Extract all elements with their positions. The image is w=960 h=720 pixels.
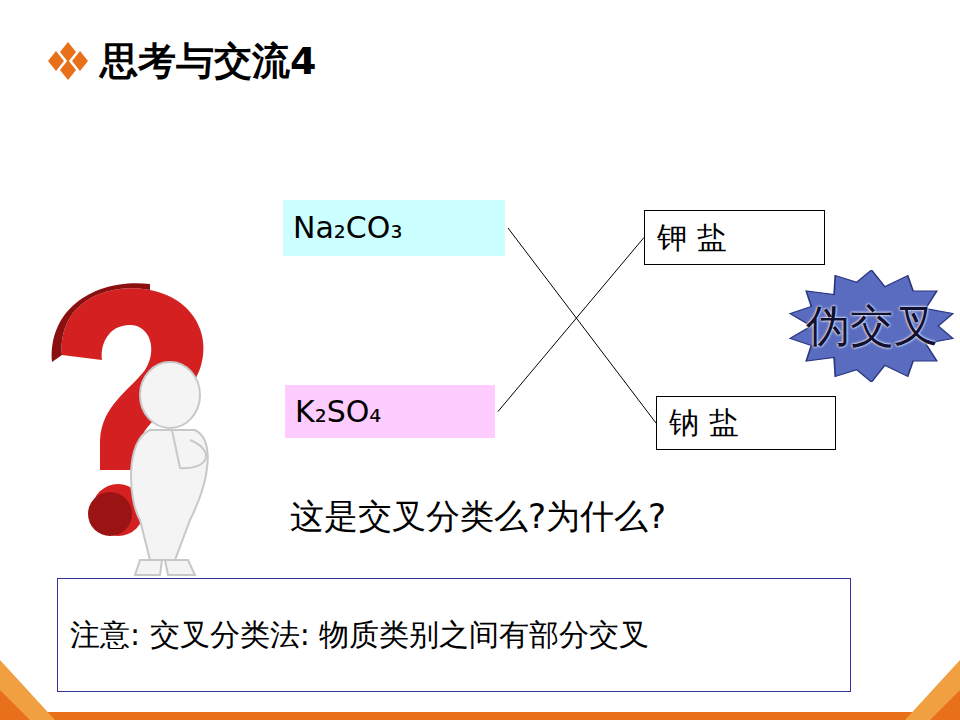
category-box: 钾 盐 (644, 210, 825, 265)
bullet-petal (72, 51, 88, 71)
corner-triangle (0, 660, 55, 720)
figure-foot (165, 560, 195, 575)
category-box: 钠 盐 (656, 396, 836, 450)
compound-box: Na₂CO₃ (283, 200, 505, 256)
box-label: Na₂CO₃ (293, 210, 402, 246)
box-label: 钾 盐 (657, 220, 727, 256)
badge-text: 伪交叉 (806, 300, 938, 353)
title-bullet (48, 42, 88, 80)
question-dot-shade (88, 492, 132, 536)
figure-body (131, 430, 208, 560)
starburst-fill (790, 270, 953, 382)
bottom-bar (0, 712, 960, 720)
connector-line (508, 228, 656, 423)
question-shade (52, 283, 150, 362)
bullet-petal (48, 51, 64, 71)
connector-line (498, 238, 644, 412)
bullet-petal (60, 60, 76, 80)
compound-box: K₂SO₄ (285, 385, 495, 438)
bullet-petal (60, 42, 76, 62)
corner-triangle (905, 660, 960, 720)
slide-title: 思考与交流4 (100, 36, 316, 87)
box-label: K₂SO₄ (295, 394, 381, 430)
note-text: 注意: 交叉分类法: 物质类别之间有部分交叉 (70, 613, 649, 657)
corner-triangle (0, 690, 30, 720)
box-label: 钠 盐 (669, 405, 739, 441)
question-text: 这是交叉分类么?为什么? (290, 494, 666, 540)
thinking-figure (131, 362, 208, 575)
note-box: 注意: 交叉分类法: 物质类别之间有部分交叉 (57, 578, 851, 692)
starburst-badge: 伪交叉 (788, 270, 955, 382)
figure-arm (172, 430, 206, 468)
corner-triangle (930, 690, 960, 720)
figure-head (140, 362, 200, 428)
figure-foot (135, 560, 162, 575)
